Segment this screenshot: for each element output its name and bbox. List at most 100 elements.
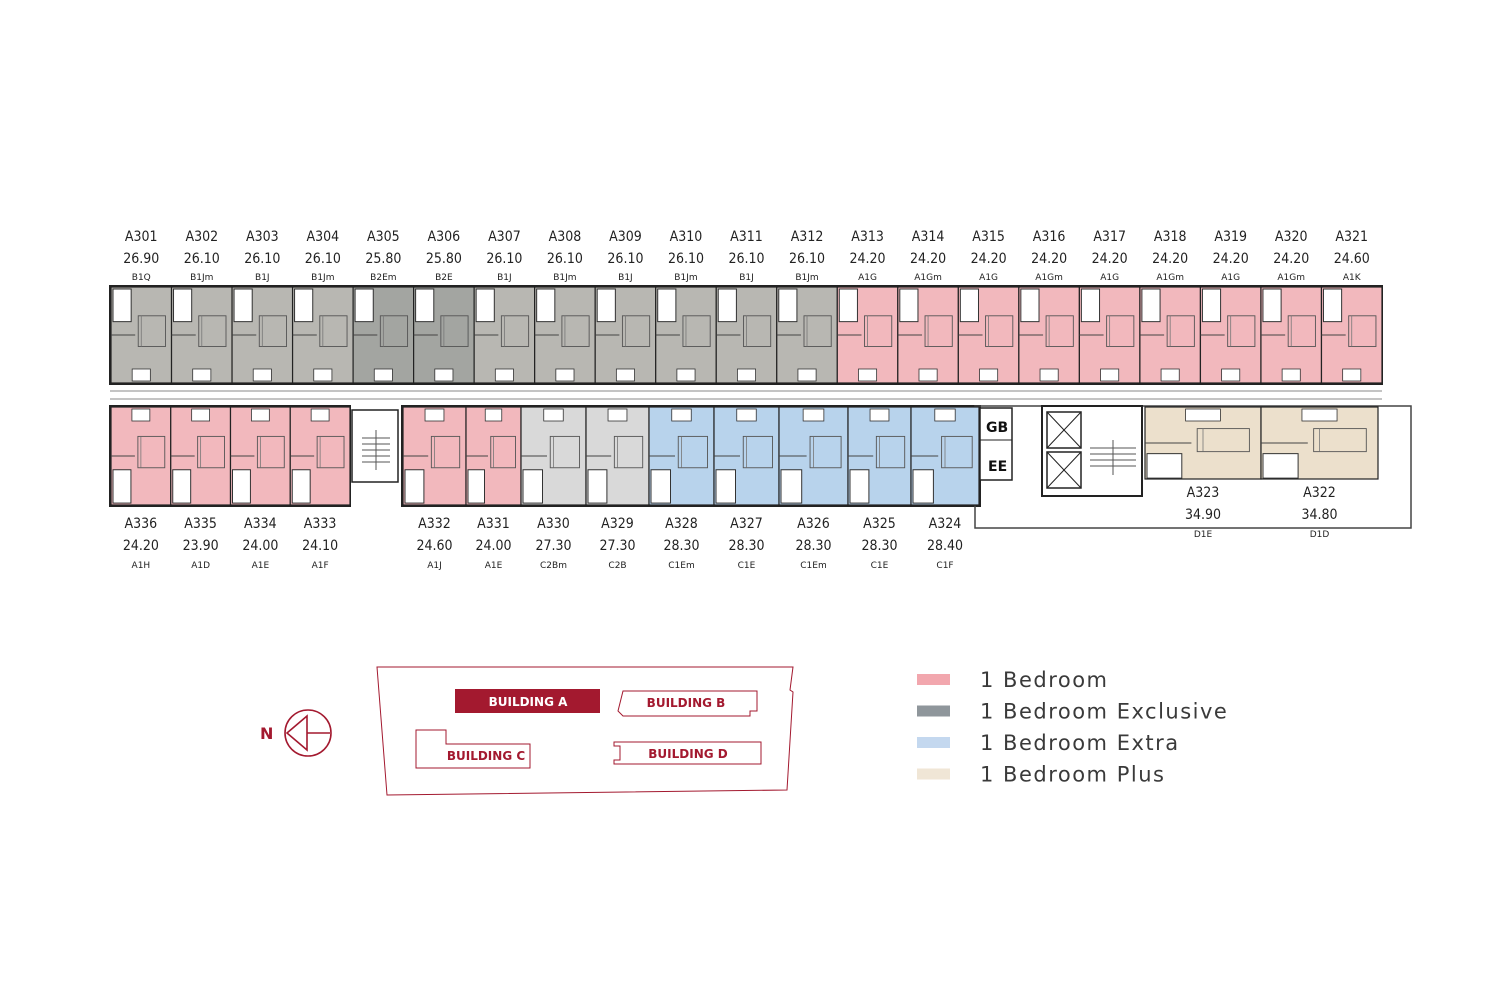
unit-number: A320: [1275, 229, 1308, 245]
unit-area: 25.80: [426, 251, 462, 267]
stair: [1090, 440, 1136, 475]
unit-area: 25.80: [365, 251, 401, 267]
unit-number: A321: [1335, 229, 1368, 245]
unit-type: D1D: [1310, 530, 1330, 540]
legend-swatch: [917, 768, 950, 780]
unit-number: A302: [185, 229, 218, 245]
building-a-label: BUILDING A: [489, 695, 568, 709]
legend-label: 1 Bedroom Exclusive: [980, 700, 1228, 724]
unit-number: A305: [367, 229, 400, 245]
building-b-label: BUILDING B: [647, 696, 726, 710]
unit-area: 27.30: [535, 538, 571, 554]
top-unit-cells: [110, 286, 1383, 384]
building-c-label: BUILDING C: [447, 749, 525, 763]
unit-area: 26.10: [607, 251, 643, 267]
unit-cell: [1320, 286, 1383, 384]
unit-area: 24.60: [1334, 251, 1370, 267]
legend-item: 1 Bedroom: [917, 668, 1107, 692]
unit-cell: [352, 286, 415, 384]
unit-area: 28.30: [795, 538, 831, 554]
unit-area: 26.90: [123, 251, 159, 267]
bottom-unit-cells: [110, 406, 980, 506]
unit-cell: [1260, 286, 1323, 384]
unit-area: 24.20: [1031, 251, 1067, 267]
unit-type: B1Q: [132, 273, 151, 283]
unit-area: 24.20: [1273, 251, 1309, 267]
unit-cell: [402, 406, 467, 506]
unit-area: 24.00: [242, 538, 278, 554]
legend-label: 1 Bedroom Plus: [980, 763, 1165, 787]
unit-cell: [170, 406, 232, 506]
unit-type: A1H: [132, 561, 151, 571]
legend-item: 1 Bedroom Plus: [917, 763, 1165, 787]
unit-number: A328: [665, 516, 698, 532]
unit-number: A329: [601, 516, 634, 532]
unit-number: A314: [912, 229, 945, 245]
unit-area: 26.10: [789, 251, 825, 267]
unit-type: A1Gm: [1035, 273, 1063, 283]
unit-number: A315: [972, 229, 1005, 245]
unit-area: 24.20: [971, 251, 1007, 267]
north-arrow-icon: [285, 714, 308, 752]
unit-cell: [110, 286, 173, 384]
building-d-label: BUILDING D: [648, 747, 727, 761]
building-a: BUILDING A: [455, 689, 600, 713]
unit-number: A327: [730, 516, 763, 532]
unit-type: A1G: [1100, 273, 1119, 283]
unit-type: A1K: [1343, 273, 1362, 283]
unit-type: C1F: [936, 561, 953, 571]
unit-number: A332: [418, 516, 451, 532]
unit-cell: [534, 286, 596, 384]
unit-cell: [413, 286, 475, 384]
unit-type: B1Jm: [553, 273, 576, 283]
unit-type: A1J: [427, 561, 442, 571]
unit-area: 34.80: [1301, 507, 1337, 523]
unit-area: 24.00: [475, 538, 511, 554]
top-unit-labels: A30126.90B1QA30226.10B1JmA30326.10B1JA30…: [123, 229, 1370, 283]
unit-cell: [1139, 286, 1202, 384]
unit-area: 28.30: [861, 538, 897, 554]
unit-area: 26.10: [244, 251, 280, 267]
unit-cell: [776, 286, 838, 384]
unit-type: A1E: [485, 561, 503, 571]
unit-number: A311: [730, 229, 763, 245]
unit-type: B2Em: [370, 273, 396, 283]
plus-unit-cells: [1144, 406, 1379, 480]
unit-type: C1E: [738, 561, 756, 571]
unit-cell: [1144, 406, 1262, 480]
unit-cell: [229, 406, 291, 506]
unit-type: B2E: [435, 273, 453, 283]
unit-area: 26.10: [547, 251, 583, 267]
unit-cell: [585, 406, 650, 506]
building-d: BUILDING D: [613, 741, 762, 765]
key-plan: N BUILDING A BUILDING B BUILDING C BUILD…: [260, 666, 794, 796]
unit-type: A1G: [858, 273, 877, 283]
unit-area: 24.20: [1092, 251, 1128, 267]
unit-cell: [170, 286, 233, 384]
unit-area: 24.20: [850, 251, 886, 267]
unit-area: 34.90: [1185, 507, 1221, 523]
unit-type: A1F: [312, 561, 329, 571]
unit-type: A1Gm: [914, 273, 942, 283]
unit-number: A309: [609, 229, 642, 245]
unit-cell: [836, 286, 899, 384]
unit-cell: [713, 406, 780, 506]
unit-number: A334: [244, 516, 277, 532]
stair-core-left: [351, 409, 399, 483]
unit-area: 28.30: [728, 538, 764, 554]
unit-area: 26.10: [486, 251, 522, 267]
unit-number: A318: [1154, 229, 1187, 245]
building-b: BUILDING B: [617, 690, 758, 717]
unit-number: A326: [797, 516, 830, 532]
unit-number: A307: [488, 229, 521, 245]
unit-number: A308: [549, 229, 582, 245]
unit-number: A330: [537, 516, 570, 532]
unit-cell: [1078, 286, 1141, 384]
lift-core: [1041, 405, 1143, 497]
unit-number: A335: [184, 516, 217, 532]
unit-number: A312: [791, 229, 824, 245]
bottom-unit-labels: A33624.20A1HA33523.90A1DA33424.00A1EA333…: [123, 516, 963, 571]
unit-type: B1J: [497, 273, 512, 283]
unit-number: A336: [125, 516, 158, 532]
